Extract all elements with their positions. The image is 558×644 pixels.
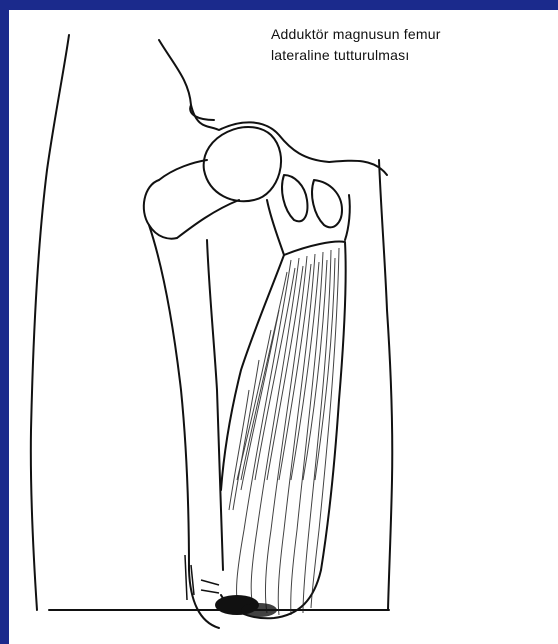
greater-trochanter (144, 180, 177, 239)
insertion-area (215, 595, 277, 617)
thigh-outline-right (379, 160, 392, 610)
caption-line-1: Adduktör magnusun femur (271, 24, 558, 45)
ischium-outline (282, 175, 307, 221)
femur-shaft-right (207, 240, 223, 570)
caption-line-2: lateraline tutturulması (271, 45, 558, 66)
anatomical-illustration (9, 10, 558, 644)
figure-panel: Adduktör magnusun femur lateraline tuttu… (9, 10, 558, 644)
thigh-outline-left (31, 35, 69, 610)
adductor-magnus-outline (221, 242, 346, 619)
femoral-head (204, 127, 281, 201)
femur-shaft-left (149, 225, 219, 628)
figure-caption: Adduktör magnusun femur lateraline tuttu… (271, 24, 558, 66)
